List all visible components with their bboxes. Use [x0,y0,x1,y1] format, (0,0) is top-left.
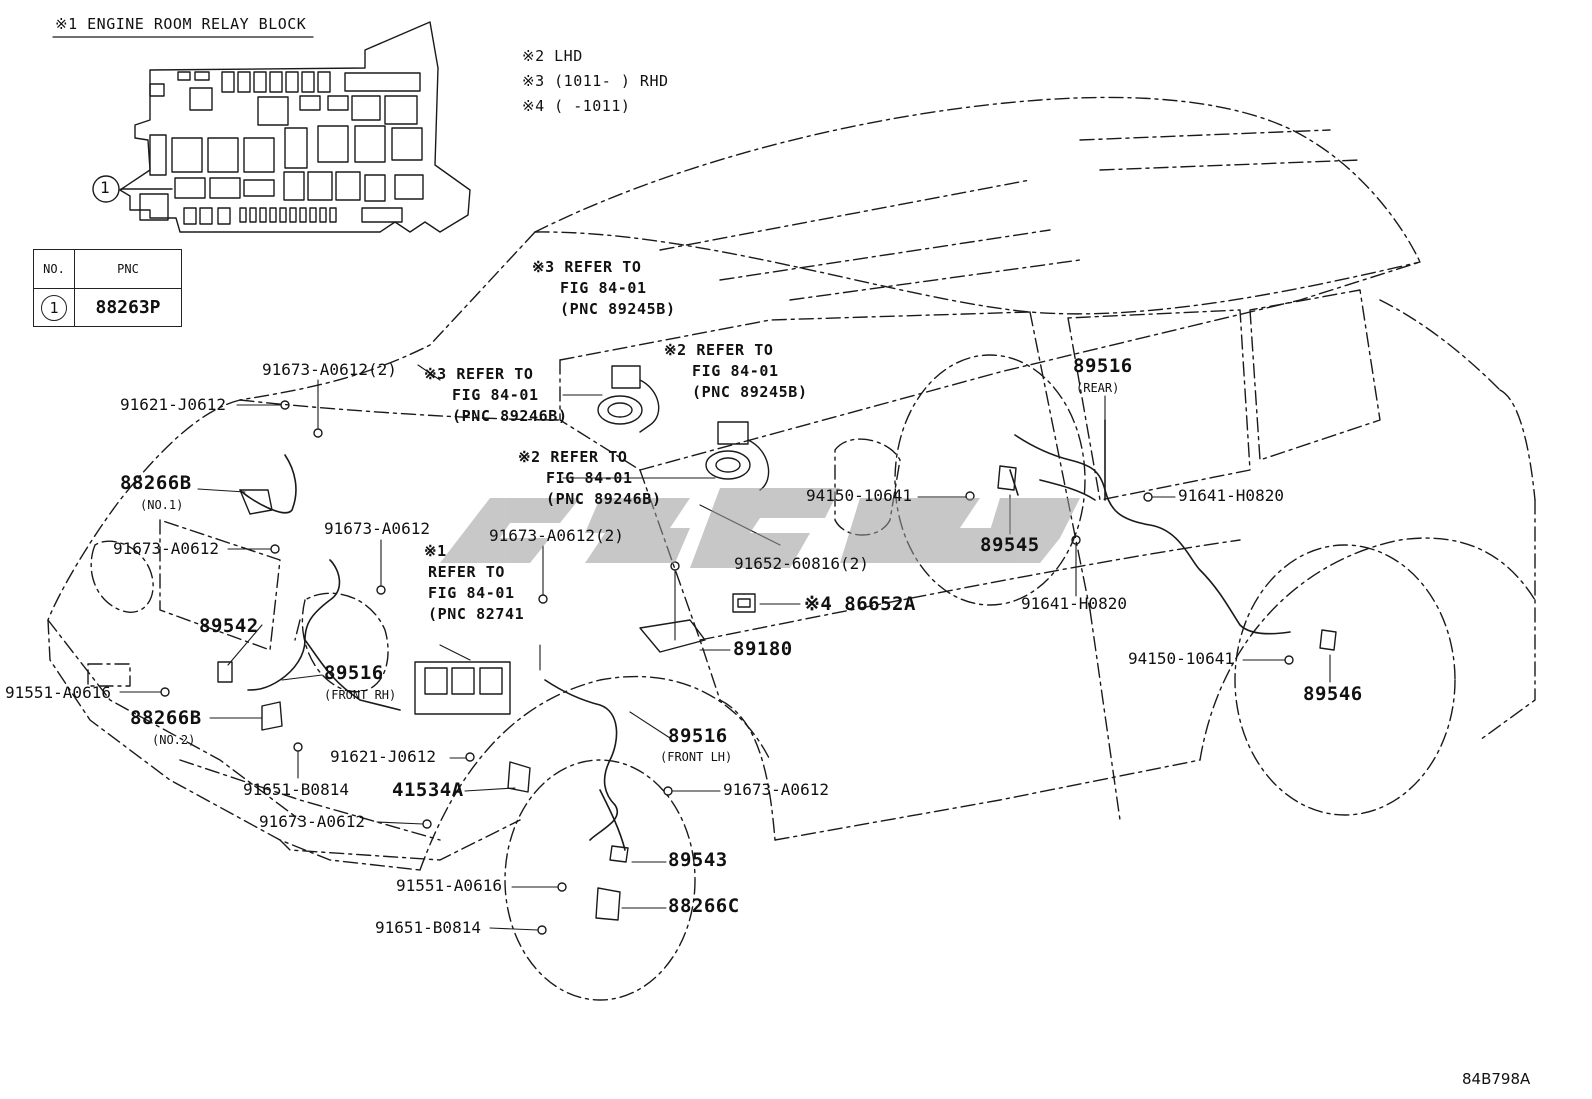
part-89545[interactable]: 89545 [980,534,1040,556]
part-89542[interactable]: 89542 [199,615,259,637]
ref-line: ※3 REFER TO [532,258,642,276]
part-89516-rear[interactable]: 89516 [1073,355,1133,377]
part-91673-a0612-left[interactable]: 91673-A0612 [113,539,219,558]
part-88266c[interactable]: 88266C [668,895,740,917]
legend-header-pnc: PNC [74,249,182,289]
part-91641-h0820-low[interactable]: 91641-H0820 [1021,594,1127,613]
part-94150-10641-top[interactable]: 94150-10641 [806,486,912,505]
part-89543[interactable]: 89543 [668,849,728,871]
part-91673-a0612-2-mid[interactable]: 91673-A0612(2) [489,526,624,545]
ref-line: REFER TO [428,563,506,581]
part-89180[interactable]: 89180 [733,638,793,660]
component-sketches [160,365,1337,935]
ref-line: (PNC 89246B) [546,490,662,508]
legend-row: 1 88263P [33,288,182,327]
ref-line: (PNC 89245B) [692,383,808,401]
ref-line: FIG 84-01 [692,362,779,380]
legend-row-no: 1 [33,288,75,327]
ref-line: FIG 84-01 [546,469,633,487]
pnc-legend-table: NO. PNC 1 88263P [33,249,182,327]
ref-89245b-rhd[interactable]: ※3 REFER TO FIG 84-01 (PNC 89245B) [532,257,676,320]
part-91551-a0616-low[interactable]: 91551-A0616 [396,876,502,895]
relay-block-title: ※1 ENGINE ROOM RELAY BLOCK [55,15,307,33]
part-89516-front-rh[interactable]: 89516 [324,662,384,684]
part-88266b-no2-sub: (NO.2) [152,733,196,747]
part-89546[interactable]: 89546 [1303,683,1363,705]
part-91673-a0612-mid[interactable]: 91673-A0612 [324,519,430,538]
legend-header-row: NO. PNC [33,249,182,289]
part-86652a[interactable]: ※4 86652A [804,593,916,615]
note-date: ※4 ( -1011) [522,97,631,115]
ref-line: ※1 [424,542,447,560]
ref-line: FIG 84-01 [560,279,647,297]
harness-lines [239,419,1291,851]
part-89516-front-rh-sub: (FRONT RH) [324,688,397,702]
part-91641-h0820-right[interactable]: 91641-H0820 [1178,486,1284,505]
relay-block-illustration [52,21,471,233]
ref-line: FIG 84-01 [428,584,515,602]
ref-line: FIG 84-01 [452,386,539,404]
ref-line: (PNC 82741 [428,605,525,623]
ref-line: (PNC 89246B) [452,407,568,425]
legend-row-pnc-88263p[interactable]: 88263P [74,288,182,327]
part-88266b-no1[interactable]: 88266B [120,472,192,494]
note-lhd: ※2 LHD [522,47,583,65]
leader-lines [119,364,1331,931]
part-89516-front-lh[interactable]: 89516 [668,725,728,747]
part-91621-j0612-low[interactable]: 91621-J0612 [330,747,436,766]
note-rhd: ※3 (1011- ) RHD [522,72,669,90]
ref-89245b-lhd[interactable]: ※2 REFER TO FIG 84-01 (PNC 89245B) [664,340,808,403]
part-41534a[interactable]: 41534A [392,779,464,801]
part-94150-10641-low[interactable]: 94150-10641 [1128,649,1234,668]
part-88266b-no1-sub: (NO.1) [140,498,184,512]
legend-row-no-circle: 1 [41,294,67,321]
part-91651-b0814-left[interactable]: 91651-B0814 [243,780,349,799]
ref-89246b-rhd[interactable]: ※3 REFER TO FIG 84-01 (PNC 89246B) [424,364,568,427]
ref-line: (PNC 89245B) [560,300,676,318]
part-91551-a0616-left[interactable]: 91551-A0616 [5,683,111,702]
part-89516-rear-sub: (REAR) [1076,381,1120,395]
relay-callout-number: 1 [100,178,110,197]
legend-header-no: NO. [33,249,75,289]
ref-line: ※3 REFER TO [424,365,534,383]
part-89516-front-lh-sub: (FRONT LH) [660,750,733,764]
part-91673-a0612-2-top[interactable]: 91673-A0612(2) [262,360,397,379]
part-91652-60816[interactable]: 91652-60816(2) [734,554,869,573]
ref-line: ※2 REFER TO [664,341,774,359]
part-91673-a0612-right-low[interactable]: 91673-A0612 [723,780,829,799]
part-91651-b0814-low[interactable]: 91651-B0814 [375,918,481,937]
figure-code: 84B798A [1462,1070,1531,1088]
part-88266b-no2[interactable]: 88266B [130,707,202,729]
ref-line: ※2 REFER TO [518,448,628,466]
ref-89246b-lhd[interactable]: ※2 REFER TO FIG 84-01 (PNC 89246B) [518,447,662,510]
part-91673-a0612-low[interactable]: 91673-A0612 [259,812,365,831]
part-91621-j0612-top[interactable]: 91621-J0612 [120,395,226,414]
ref-82741[interactable]: ※1 REFER TO FIG 84-01 (PNC 82741 [424,541,524,625]
